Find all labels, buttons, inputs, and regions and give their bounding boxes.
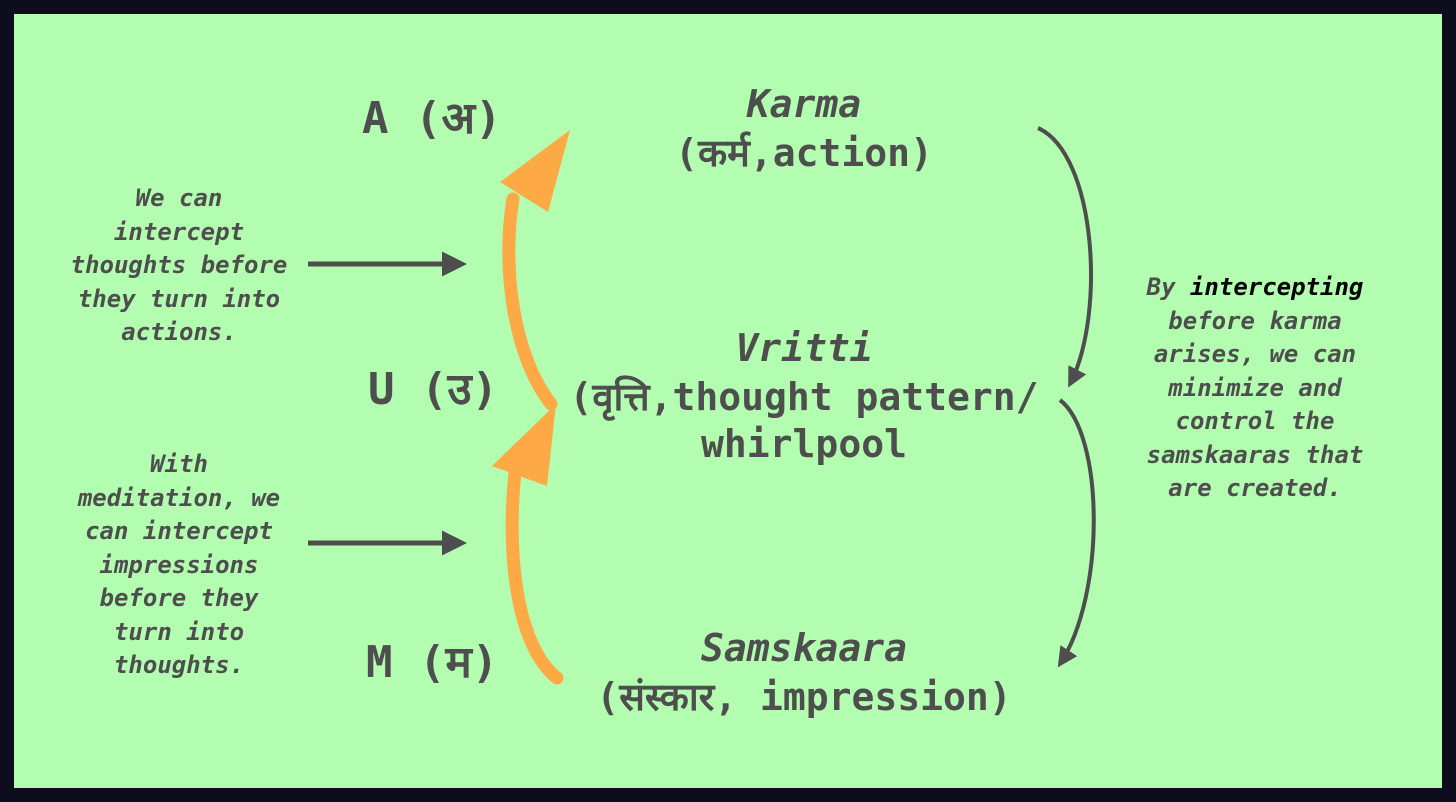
note-line: By intercepting bbox=[1120, 271, 1390, 305]
karma-subtitle: (कर्म,action) bbox=[675, 131, 933, 175]
note-line: actions. bbox=[121, 318, 237, 346]
concept-samskaara: Samskaara (संस्कार, impression) bbox=[534, 626, 1074, 722]
note-line: thoughts before bbox=[70, 251, 288, 279]
vritti-subtitle-2: whirlpool bbox=[701, 422, 907, 466]
samskaara-subtitle: (संस्कार, impression) bbox=[596, 675, 1012, 719]
note-emphasis: intercepting bbox=[1189, 273, 1364, 301]
note-line: We can bbox=[135, 184, 223, 212]
letter-u: U (उ) bbox=[368, 364, 499, 415]
note-prefix: By bbox=[1146, 273, 1190, 301]
note-line: before they bbox=[99, 584, 259, 612]
diagram-canvas bbox=[308, 126, 1096, 685]
letter-a: A (अ) bbox=[362, 93, 502, 144]
note-thoughts: We can intercept thoughts before they tu… bbox=[34, 182, 324, 350]
samskaara-title: Samskaara bbox=[701, 626, 907, 670]
note-meditation: With meditation, we can intercept impres… bbox=[34, 448, 324, 683]
note-line: samskaaras that bbox=[1146, 440, 1364, 469]
note-line: intercept bbox=[113, 217, 245, 246]
note-line: meditation, we bbox=[77, 483, 281, 512]
orange-arrow-icon bbox=[500, 130, 570, 212]
note-line: thoughts. bbox=[113, 651, 245, 679]
curved-arrow-icon bbox=[1057, 398, 1096, 668]
note-line: they turn into bbox=[77, 284, 281, 313]
concept-vritti: Vritti (वृत्ति,thought pattern/ whirlpoo… bbox=[534, 326, 1074, 466]
note-line: before karma bbox=[1168, 306, 1342, 335]
note-line: minimize and bbox=[1168, 373, 1342, 402]
vritti-subtitle-1: (वृत्ति,thought pattern/ bbox=[569, 375, 1039, 419]
curved-arrow-icon bbox=[1037, 126, 1094, 388]
note-line: With bbox=[150, 450, 208, 478]
orange-arrow-m-to-u bbox=[505, 457, 564, 685]
letter-m: M (म) bbox=[366, 637, 499, 688]
note-line: impressions bbox=[99, 550, 259, 579]
note-line: turn into bbox=[113, 617, 245, 646]
note-line: are created. bbox=[1168, 474, 1342, 502]
note-line: can intercept bbox=[85, 517, 273, 545]
orange-arrow-u-to-a bbox=[502, 192, 558, 411]
note-intercepting: By intercepting before karma arises, we … bbox=[1120, 271, 1390, 506]
note-line: arises, we can bbox=[1153, 340, 1357, 368]
karma-title: Karma bbox=[746, 82, 862, 126]
concept-karma: Karma (कर्म,action) bbox=[574, 82, 1034, 178]
vritti-title: Vritti bbox=[735, 326, 873, 370]
note-line: control the bbox=[1175, 407, 1335, 435]
orange-arrow-icon bbox=[492, 404, 556, 486]
diagram-frame: A (अ) U (उ) M (म) Karma (कर्म,action) Vr… bbox=[14, 14, 1442, 788]
